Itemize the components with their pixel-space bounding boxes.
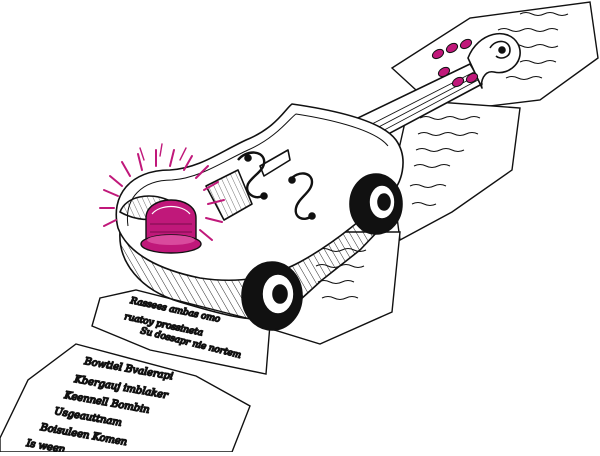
violin-bridge [259,149,291,177]
sheet-page-second [391,99,521,242]
siren-rays [99,143,225,241]
f-hole-right [289,172,314,220]
wheel-front-icon [241,261,303,331]
siren-light-icon [99,143,225,254]
f-hole-left [237,151,266,199]
wheel-rear-icon [349,173,403,235]
violin-scroll-icon [467,33,521,89]
sheet-page-near: Rassees ambas omo ruatoy prossineta Su d… [91,289,271,375]
tuning-pegs-icon [431,38,479,88]
